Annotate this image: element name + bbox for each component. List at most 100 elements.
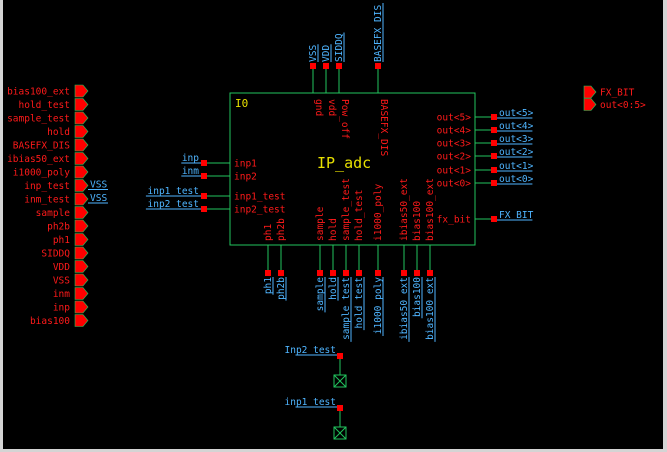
input-pin-shape[interactable] xyxy=(74,84,89,98)
input-pin[interactable] xyxy=(74,260,89,273)
input-pin-shape[interactable] xyxy=(74,111,89,125)
instance-pin-label: sample xyxy=(315,206,326,241)
right-pin-terminal[interactable] xyxy=(491,114,497,120)
noconn-terminal[interactable] xyxy=(337,405,343,411)
input-pin-shape[interactable] xyxy=(74,287,89,300)
instance-pin-label: out<3> xyxy=(437,139,472,150)
output-pin-shape[interactable] xyxy=(583,85,597,99)
net-label: bias100 xyxy=(412,277,423,317)
input-pin[interactable] xyxy=(74,138,89,152)
top-pin-terminal[interactable] xyxy=(323,63,329,69)
left-pin-terminal[interactable] xyxy=(201,206,207,212)
instance-pin-label: ph1 xyxy=(263,224,274,241)
bottom-pin-terminal[interactable] xyxy=(375,270,381,276)
net-label: SIDDQ xyxy=(334,33,345,62)
noconn-cross xyxy=(333,426,347,440)
bottom-pin-terminal[interactable] xyxy=(401,270,407,276)
input-pin-label: ph1 xyxy=(53,235,70,246)
input-pin-label: sample xyxy=(36,208,71,219)
input-pin[interactable] xyxy=(74,300,89,314)
input-pin[interactable] xyxy=(74,314,89,327)
input-pin[interactable] xyxy=(74,287,89,300)
input-pin[interactable] xyxy=(74,219,89,233)
output-pin-shape[interactable] xyxy=(583,98,597,111)
right-pin-terminal[interactable] xyxy=(491,180,497,186)
input-pin-shape[interactable] xyxy=(74,260,89,273)
input-pin[interactable] xyxy=(74,273,89,287)
instance-pin-label: inp1 xyxy=(234,159,257,170)
input-pin-shape[interactable] xyxy=(74,233,89,246)
input-pin-shape[interactable] xyxy=(74,314,89,327)
input-pin-shape[interactable] xyxy=(74,165,89,179)
top-pin-terminal[interactable] xyxy=(310,63,316,69)
left-pin-terminal[interactable] xyxy=(201,193,207,199)
bottom-pin-terminal[interactable] xyxy=(427,270,433,276)
input-pin-shape[interactable] xyxy=(74,273,89,287)
right-pin-terminal[interactable] xyxy=(491,153,497,159)
input-pin-shape[interactable] xyxy=(74,300,89,314)
input-pin-shape[interactable] xyxy=(74,152,89,165)
bottom-pin-terminal[interactable] xyxy=(330,270,336,276)
output-pin-label: FX_BIT xyxy=(600,88,635,99)
instance-name: I0 xyxy=(235,97,248,110)
top-pin-terminal[interactable] xyxy=(375,63,381,69)
input-pin-shape[interactable] xyxy=(74,246,89,260)
bottom-pin-terminal[interactable] xyxy=(356,270,362,276)
instance-pin-label: inp2_test xyxy=(234,205,285,216)
noconn-terminal[interactable] xyxy=(337,353,343,359)
output-pin-label: out<0:5> xyxy=(600,100,646,111)
bottom-pin-terminal[interactable] xyxy=(317,270,323,276)
input-pin-shape[interactable] xyxy=(74,98,89,111)
bottom-pin-terminal[interactable] xyxy=(278,270,284,276)
net-label: ph1 xyxy=(263,277,274,294)
noconn-box[interactable] xyxy=(333,374,347,388)
input-pin[interactable] xyxy=(74,246,89,260)
input-pin[interactable] xyxy=(74,125,89,138)
net-label: inp2_test xyxy=(148,199,199,210)
right-pin-terminal[interactable] xyxy=(491,127,497,133)
input-pin[interactable] xyxy=(74,233,89,246)
input-pin-label: bias100_ext xyxy=(7,87,70,98)
input-pin[interactable] xyxy=(74,206,89,219)
input-pin[interactable] xyxy=(74,192,89,206)
instance-pin-label: inp1_test xyxy=(234,192,285,203)
instance-box[interactable] xyxy=(229,92,476,246)
noconn-box[interactable] xyxy=(333,426,347,440)
input-pin[interactable] xyxy=(74,179,89,192)
bottom-pin-terminal[interactable] xyxy=(414,270,420,276)
bottom-pin-terminal[interactable] xyxy=(265,270,271,276)
net-label: BASEFX_DIS xyxy=(373,5,384,62)
net-label: out<0> xyxy=(499,174,534,185)
input-pin-label: inm_test xyxy=(24,195,70,206)
input-pin[interactable] xyxy=(74,111,89,125)
input-pin-shape[interactable] xyxy=(74,125,89,138)
instance-pin-label: bias100 xyxy=(412,201,423,241)
net-label: hold_test xyxy=(354,277,365,328)
input-pin-shape[interactable] xyxy=(74,192,89,206)
input-pin[interactable] xyxy=(74,152,89,165)
net-label: inp1_test xyxy=(285,397,336,408)
input-pin-shape[interactable] xyxy=(74,179,89,192)
top-pin-terminal[interactable] xyxy=(336,63,342,69)
instance-pin-label: gnd xyxy=(313,99,324,116)
noconn-cross xyxy=(333,374,347,388)
input-pin-shape[interactable] xyxy=(74,219,89,233)
instance-pin-label: Pow_off xyxy=(339,99,350,139)
right-pin-terminal[interactable] xyxy=(491,140,497,146)
right-pin-terminal[interactable] xyxy=(491,216,497,222)
instance-pin-label: vdd xyxy=(326,99,337,116)
input-pin-shape[interactable] xyxy=(74,138,89,152)
input-pin-shape[interactable] xyxy=(74,206,89,219)
right-pin-terminal[interactable] xyxy=(491,167,497,173)
input-pin[interactable] xyxy=(74,165,89,179)
input-pin[interactable] xyxy=(74,98,89,111)
input-pin[interactable] xyxy=(74,84,89,98)
input-pin-label: bias100 xyxy=(30,316,70,327)
schematic-svg[interactable]: bias100_exthold_testsample_testholdBASEF… xyxy=(3,0,663,449)
instance-cell-name: IP_adc xyxy=(317,154,371,172)
input-pin-label: VDD xyxy=(53,262,70,273)
left-pin-terminal[interactable] xyxy=(201,160,207,166)
bottom-pin-terminal[interactable] xyxy=(343,270,349,276)
left-pin-terminal[interactable] xyxy=(201,173,207,179)
